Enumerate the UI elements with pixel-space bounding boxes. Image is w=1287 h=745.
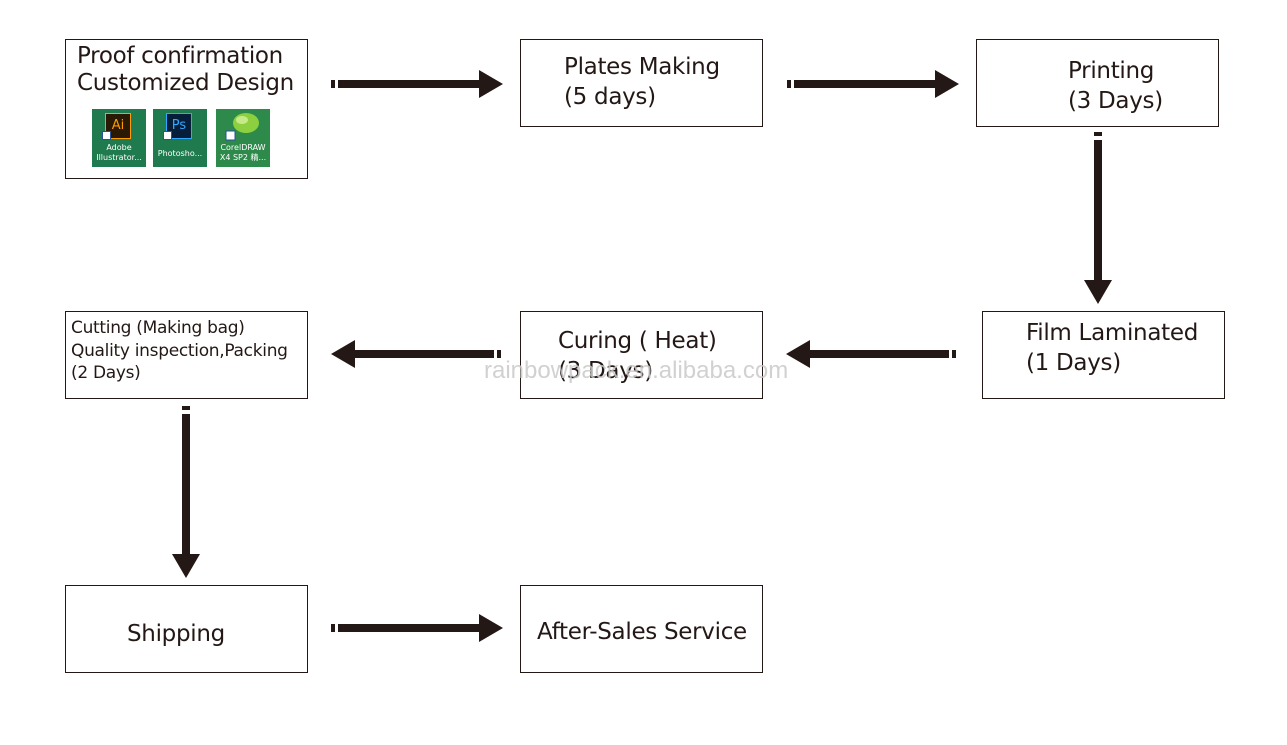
step-cutting-title: Cutting (Making bag) (71, 318, 245, 338)
arrow-printing-to-film (1084, 132, 1112, 304)
step-printing-duration: (3 Days) (1068, 88, 1163, 114)
step-after-sales-title: After-Sales Service (537, 619, 747, 645)
step-cutting-packing: Cutting (Making bag) Quality inspection,… (65, 311, 308, 399)
step-cutting-inspection: Quality inspection,Packing (71, 341, 288, 361)
step-printing: Printing (3 Days) (976, 39, 1219, 127)
adobe-photoshop-icon: Ps Photosho... (153, 109, 207, 167)
step-shipping-title: Shipping (127, 621, 225, 647)
step-plates-making: Plates Making (5 days) (520, 39, 763, 127)
adobe-illustrator-icon: Ai Adobe Illustrator... (92, 109, 146, 167)
step-curing-duration: (3 Days) (558, 358, 653, 384)
step-proof-subtitle: Customized Design (77, 70, 294, 96)
step-proof-title: Proof confirmation (77, 43, 283, 69)
arrow-proof-to-plates (331, 70, 503, 98)
coreldraw-caption-2: X4 SP2 精... (219, 153, 267, 162)
step-proof-confirmation: Proof confirmation Customized Design Ai … (65, 39, 308, 179)
arrow-film-to-curing (786, 340, 956, 368)
watermark-text: rainbowpack.en.alibaba.com (484, 357, 789, 384)
step-cutting-duration: (2 Days) (71, 363, 141, 383)
coreldraw-caption-1: CorelDRAW (220, 143, 266, 152)
shortcut-arrow-icon (102, 131, 111, 140)
arrow-shipping-to-after-sales (331, 614, 503, 642)
step-plates-duration: (5 days) (564, 84, 656, 110)
arrow-cutting-to-shipping (172, 406, 200, 578)
arrow-curing-to-cutting (331, 340, 501, 368)
illustrator-caption-2: Illustrator... (96, 153, 142, 162)
step-curing: Curing ( Heat) (3 Days) (520, 311, 763, 399)
coreldraw-icon: CorelDRAW X4 SP2 精... (216, 109, 270, 167)
step-shipping: Shipping (65, 585, 308, 673)
step-plates-title: Plates Making (564, 54, 720, 80)
step-printing-title: Printing (1068, 58, 1155, 84)
step-curing-title: Curing ( Heat) (558, 328, 717, 354)
step-film-title: Film Laminated (1026, 320, 1198, 346)
photoshop-caption-1: Photosho... (157, 149, 203, 158)
coreldraw-balloon-icon (225, 113, 259, 141)
step-after-sales-service: After-Sales Service (520, 585, 763, 673)
illustrator-caption-1: Adobe (106, 143, 132, 152)
arrow-plates-to-printing (787, 70, 959, 98)
shortcut-arrow-icon (163, 131, 172, 140)
photoshop-badge: Ps (166, 113, 192, 139)
step-film-laminated: Film Laminated (1 Days) (982, 311, 1225, 399)
step-film-duration: (1 Days) (1026, 350, 1121, 376)
